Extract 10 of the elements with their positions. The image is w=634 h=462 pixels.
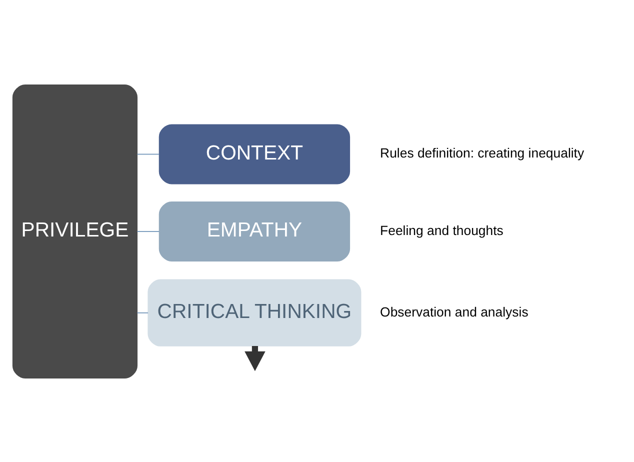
connector — [137, 230, 160, 232]
node-box: EMPATHY — [158, 201, 350, 261]
node-box: CONTEXT — [158, 124, 350, 184]
node-label: Observation and analysis — [380, 304, 528, 319]
connector — [137, 312, 148, 313]
node-box: PRIVILEGE — [12, 84, 138, 378]
connector — [137, 153, 160, 154]
node-label: Feeling and thoughts — [380, 222, 504, 238]
node-box: CRITICAL THINKING — [148, 278, 362, 346]
node-label: Rules definition: creating inequality — [380, 145, 584, 160]
